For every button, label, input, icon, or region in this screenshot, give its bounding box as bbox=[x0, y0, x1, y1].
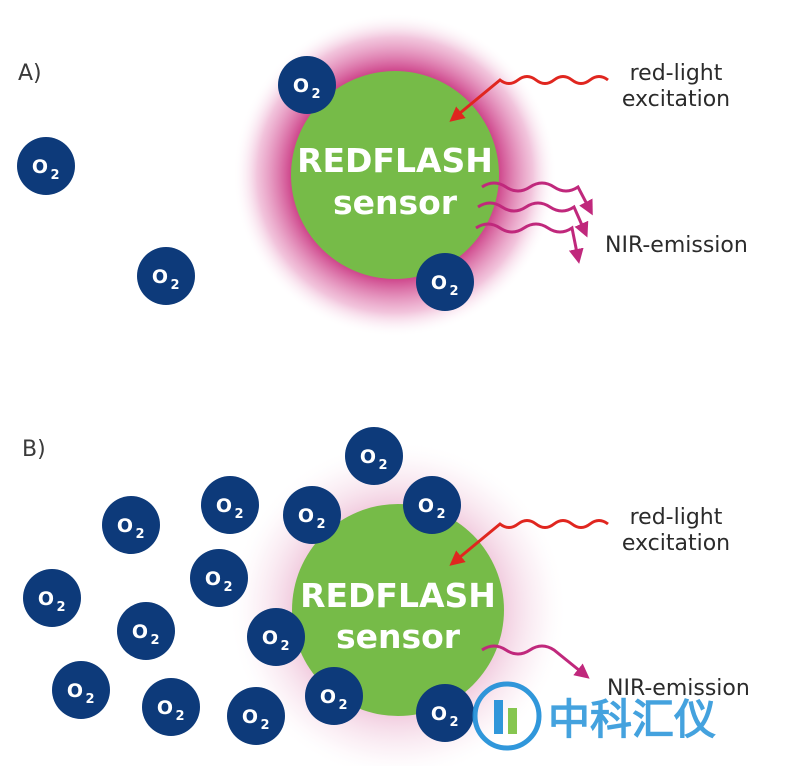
panel-a: A) REDFLASH sensor red-light excitation … bbox=[17, 13, 748, 337]
svg-text:O: O bbox=[67, 680, 83, 702]
svg-text:O: O bbox=[152, 266, 168, 288]
svg-text:2: 2 bbox=[234, 507, 243, 522]
svg-text:O: O bbox=[320, 686, 336, 708]
svg-text:O: O bbox=[242, 706, 258, 728]
svg-text:O: O bbox=[262, 627, 278, 649]
svg-text:2: 2 bbox=[150, 633, 159, 648]
svg-text:2: 2 bbox=[378, 458, 387, 473]
panel-a-emission-arrow-3 bbox=[475, 222, 584, 264]
panel-a-excitation-line2: excitation bbox=[622, 87, 730, 112]
svg-text:2: 2 bbox=[436, 507, 445, 522]
watermark-text: 中科汇仪 bbox=[548, 695, 716, 744]
panel-b-emission-arrow bbox=[481, 644, 590, 679]
svg-text:O: O bbox=[205, 568, 221, 590]
o2-molecule: O 2 bbox=[278, 56, 336, 114]
svg-text:2: 2 bbox=[338, 698, 347, 713]
watermark: 中科汇仪 bbox=[472, 681, 716, 751]
panel-b-sensor-subtitle: sensor bbox=[336, 617, 461, 656]
panel-a-emission-arrow-1 bbox=[481, 181, 593, 216]
svg-text:O: O bbox=[38, 588, 54, 610]
svg-text:2: 2 bbox=[449, 715, 458, 730]
panel-a-label: A) bbox=[18, 61, 42, 86]
svg-text:O: O bbox=[117, 515, 133, 537]
o2-molecule: O 2 bbox=[416, 253, 474, 311]
svg-text:O: O bbox=[360, 446, 376, 468]
svg-text:2: 2 bbox=[85, 692, 94, 707]
svg-text:O: O bbox=[418, 495, 434, 517]
svg-text:O: O bbox=[431, 703, 447, 725]
panel-b-sensor-title: REDFLASH bbox=[300, 576, 496, 615]
svg-text:O: O bbox=[216, 495, 232, 517]
watermark-logo-icon bbox=[472, 681, 542, 751]
svg-text:2: 2 bbox=[56, 600, 65, 615]
svg-text:2: 2 bbox=[50, 168, 59, 183]
panel-a-sensor-title: REDFLASH bbox=[297, 141, 493, 180]
panel-a-excitation-arrow bbox=[449, 75, 609, 122]
svg-text:2: 2 bbox=[175, 709, 184, 724]
svg-text:O: O bbox=[293, 75, 309, 97]
panel-b-excitation-arrow bbox=[449, 519, 609, 566]
svg-text:2: 2 bbox=[449, 284, 458, 299]
panel-b-excitation-line1: red-light bbox=[630, 505, 723, 530]
svg-text:O: O bbox=[298, 505, 314, 527]
svg-text:O: O bbox=[431, 272, 447, 294]
o2-molecule: O 2 bbox=[17, 137, 75, 195]
panel-a-excitation-line1: red-light bbox=[630, 61, 723, 86]
svg-text:2: 2 bbox=[170, 278, 179, 293]
svg-text:2: 2 bbox=[260, 718, 269, 733]
svg-text:O: O bbox=[157, 697, 173, 719]
panel-a-sensor bbox=[291, 71, 499, 279]
o2-molecule: O 2 bbox=[137, 247, 195, 305]
panel-a-sensor-subtitle: sensor bbox=[333, 183, 458, 222]
svg-text:2: 2 bbox=[223, 580, 232, 595]
svg-text:2: 2 bbox=[316, 517, 325, 532]
panel-a-emission-arrow-2 bbox=[477, 201, 589, 238]
panel-b-label: B) bbox=[22, 437, 46, 462]
svg-text:2: 2 bbox=[311, 87, 320, 102]
panel-b-excitation-line2: excitation bbox=[622, 531, 730, 556]
svg-text:O: O bbox=[32, 156, 48, 178]
panel-a-emission-label: NIR-emission bbox=[605, 233, 748, 258]
svg-text:2: 2 bbox=[280, 639, 289, 654]
svg-text:O: O bbox=[132, 621, 148, 643]
panel-b-emission-label: NIR-emission bbox=[607, 676, 750, 701]
panel-b: B) REDFLASH sensor red-light excitation … bbox=[22, 427, 750, 766]
svg-text:2: 2 bbox=[135, 527, 144, 542]
